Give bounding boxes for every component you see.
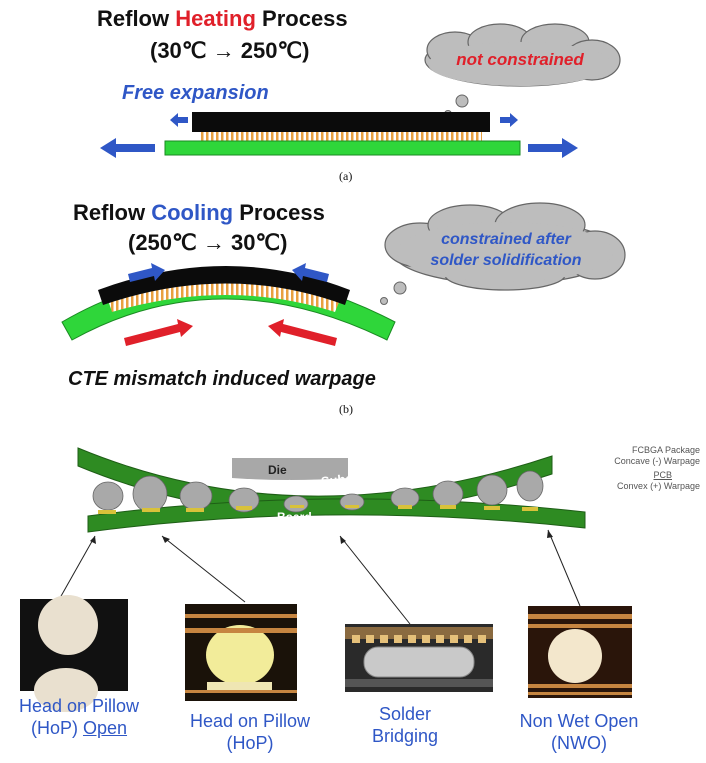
cooling-arrow-blue-left <box>292 263 329 282</box>
arrow-left-large <box>100 138 155 158</box>
cooling-title-pre: Reflow <box>73 200 152 225</box>
label-nwo-line1: Non Wet Open <box>519 711 639 731</box>
fcbga-warpage-label: FCBGA Package Concave (-) Warpage PCB Co… <box>560 445 700 492</box>
cooling-arrow-red-right <box>124 319 193 346</box>
cooling-title-highlight: Cooling <box>151 200 234 225</box>
solder-balls <box>92 470 544 513</box>
label-hop-line1: Head on Pillow <box>189 711 311 731</box>
pcb-line2: Convex (+) Warpage <box>617 480 700 491</box>
label-bridging-line2: Bridging <box>371 725 439 746</box>
free-expansion-label: Free expansion <box>122 82 269 104</box>
label-nwo-line2: (NWO) <box>551 732 607 753</box>
micrograph-nwo <box>528 606 632 698</box>
cooling-package-body <box>98 266 350 305</box>
heating-package-body <box>192 112 490 132</box>
arrow-right-large <box>528 138 578 158</box>
arrow-left-small <box>170 113 188 127</box>
cooling-title-post: Process <box>233 200 325 225</box>
label-nwo: Non Wet Open (NWO) <box>504 711 654 754</box>
cooling-title: Reflow Cooling Process <box>73 200 325 226</box>
cooling-arrow-red-left <box>268 319 337 346</box>
cloud-b-text: constrained after solder solidification <box>400 230 612 272</box>
label-bridging-line1: Solder <box>378 704 432 724</box>
cloud-a-text: not constrained <box>456 50 584 69</box>
heating-title-pre: Reflow <box>97 6 176 31</box>
micrograph-bridging <box>345 624 493 692</box>
board-label: Board <box>277 510 312 524</box>
label-hop-line2: (HoP) <box>226 732 274 753</box>
heating-assembly <box>100 112 578 158</box>
cooling-arrow-blue-right <box>128 263 165 282</box>
cooling-solder-bumps <box>108 281 340 312</box>
die-label: Die <box>268 463 287 477</box>
bond-pads <box>98 505 538 514</box>
heating-title: Reflow Heating Process <box>97 6 348 32</box>
cte-warpage-label: CTE mismatch induced warpage <box>68 368 376 390</box>
cloud-b-line1: constrained after <box>441 231 571 248</box>
label-bridging: Solder Bridging <box>345 704 465 747</box>
heating-temp: (30℃ → 250℃) <box>150 38 310 63</box>
caption-a: (a) <box>339 169 353 183</box>
micrograph-hop-open <box>20 595 128 712</box>
cloud-b-line2: solder solidification <box>430 251 582 269</box>
heating-solder-bumps <box>200 132 482 142</box>
warpage-diagram <box>42 447 586 629</box>
label-hop-open-line2b: Open <box>82 717 128 738</box>
caption-b: (b) <box>339 402 353 416</box>
pcb-line1: PCB <box>653 469 672 480</box>
arrow-right-small <box>500 113 518 127</box>
cooling-assembly <box>61 263 396 346</box>
pointer-arrowheads <box>90 530 553 544</box>
fcbga-line1: FCBGA Package <box>631 445 700 455</box>
label-hop-open: Head on Pillow (HoP) Open <box>4 696 154 739</box>
heating-title-highlight: Heating <box>175 6 256 31</box>
heating-board <box>164 140 521 156</box>
label-hop-open-line2a: (HoP) <box>30 717 83 738</box>
cloud-b <box>380 202 626 305</box>
cloud-a <box>424 23 621 118</box>
label-hop-open-line1: Head on Pillow <box>18 696 140 716</box>
fcbga-line2: Concave (-) Warpage <box>614 456 700 467</box>
label-hop: Head on Pillow (HoP) <box>175 711 325 754</box>
die-block <box>232 458 348 480</box>
micrograph-hop <box>185 604 297 701</box>
heating-title-post: Process <box>255 6 348 31</box>
cooling-temp: (250℃ → 30℃) <box>128 230 288 255</box>
